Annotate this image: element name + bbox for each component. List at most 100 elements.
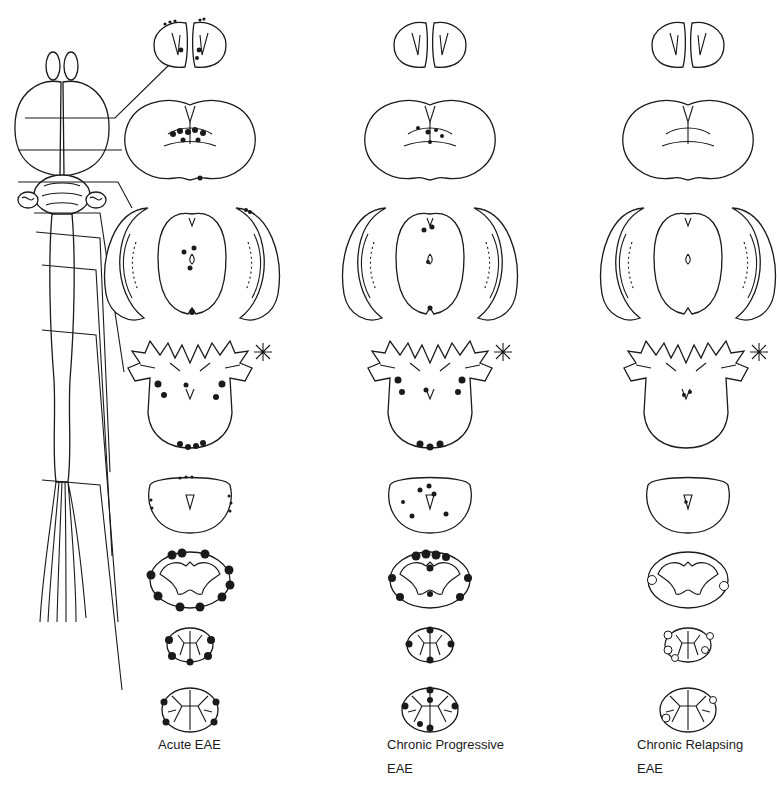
lesion-dot	[424, 388, 429, 393]
section-outline	[368, 341, 512, 448]
lesion-dot	[226, 581, 235, 590]
section-outline	[665, 628, 711, 662]
section-outline	[125, 100, 255, 180]
lesion-dot	[198, 176, 203, 181]
lesion-dot	[432, 551, 441, 560]
outline-shape	[34, 175, 90, 215]
lesion-dot	[648, 576, 657, 585]
lesion-dot	[430, 225, 435, 230]
outline-shape	[40, 482, 86, 622]
outline-shape	[18, 192, 38, 208]
section-outline	[660, 688, 716, 732]
lesion-dot	[151, 507, 154, 510]
section-outline	[389, 478, 471, 534]
lesion-dot	[192, 246, 197, 251]
section-outline	[343, 208, 518, 320]
lesion-dot	[455, 389, 461, 395]
lesion-dot	[720, 582, 729, 591]
lesion-dot	[662, 714, 670, 722]
lesion-dot	[192, 127, 198, 133]
lesion-dot	[191, 476, 194, 479]
outline-shape	[64, 52, 78, 80]
cns-outline	[15, 52, 109, 622]
outline-shape	[42, 330, 118, 622]
lesion-dot	[218, 593, 227, 602]
section-outline	[105, 208, 280, 320]
lesion-dot	[230, 502, 233, 505]
lesion-dot	[182, 250, 187, 255]
lesion-dot	[464, 574, 472, 582]
lesion-dot	[196, 603, 205, 612]
lesion-dot	[427, 627, 434, 634]
lesion-dot	[702, 647, 709, 654]
lesion-dot	[184, 383, 189, 388]
section-outline	[624, 341, 768, 448]
lesion-dot	[181, 138, 186, 143]
lesion-dot	[459, 377, 466, 384]
lesion-dot	[427, 657, 434, 664]
section-outline	[402, 688, 458, 732]
section-outline	[648, 552, 728, 608]
outline-shape	[22, 197, 102, 200]
lesion-dot	[177, 441, 183, 447]
lesion-dot	[684, 500, 688, 504]
lesion-dot	[155, 381, 162, 388]
outline-shape	[42, 480, 122, 690]
lesion-dot	[422, 550, 431, 559]
lesion-dot	[427, 591, 433, 597]
outline-shape	[682, 390, 692, 504]
lesion-dot	[448, 641, 455, 648]
lesion-dot	[432, 492, 437, 497]
section-outline	[150, 552, 230, 608]
section-outline	[394, 22, 466, 67]
lesion-dot	[147, 571, 156, 580]
lesion-dot	[195, 56, 199, 60]
lesion-dot	[672, 655, 679, 662]
lesion-dot	[406, 641, 413, 648]
outline-shape	[648, 576, 729, 723]
lesion-dot	[682, 393, 686, 397]
outline-shape	[42, 183, 82, 205]
lesion-dot	[456, 593, 464, 601]
lesion-dot	[185, 129, 191, 135]
lesion-dot	[173, 19, 176, 22]
chronic-relapsing-sections	[601, 22, 776, 732]
lesion-dot	[444, 512, 449, 517]
lesion-dot	[207, 636, 215, 644]
lesion-dot	[427, 697, 433, 703]
section-outline	[162, 688, 218, 732]
lesion-dot	[177, 128, 183, 134]
outline-shape	[86, 192, 106, 208]
lesion-dot	[440, 134, 444, 138]
outline-shape	[15, 81, 61, 176]
chronic-progressive-sections	[343, 22, 518, 732]
lesion-dot	[161, 392, 167, 398]
lesion-dot	[388, 574, 396, 582]
lesion-dot	[437, 441, 444, 448]
lesion-dot	[395, 377, 402, 384]
lesion-dot	[196, 138, 201, 143]
lesion-dot	[707, 633, 714, 640]
group-label: Chronic Relapsing EAE	[637, 733, 761, 781]
section-outline	[652, 22, 724, 67]
lesion-dot	[664, 646, 672, 654]
outline-shape	[147, 17, 253, 725]
lesion-dot	[198, 18, 201, 21]
outline-shape	[46, 52, 60, 80]
lesion-dot	[154, 592, 163, 601]
lesion-dot	[428, 140, 432, 144]
lesion-dot	[426, 260, 430, 264]
lesion-dot	[426, 130, 431, 135]
lesion-dot	[664, 631, 672, 639]
lesion-dot	[201, 550, 210, 559]
lesion-dot	[401, 500, 405, 504]
lesion-dot	[213, 394, 219, 400]
lesion-dot	[248, 210, 252, 214]
section-outline	[390, 552, 470, 608]
group-label: Chronic Progressive EAE	[387, 733, 521, 781]
lesion-dot	[197, 48, 202, 53]
lesion-dot	[179, 48, 184, 53]
lesion-dot	[427, 725, 434, 732]
outline-shape	[388, 126, 472, 732]
lesion-dot	[189, 309, 195, 315]
